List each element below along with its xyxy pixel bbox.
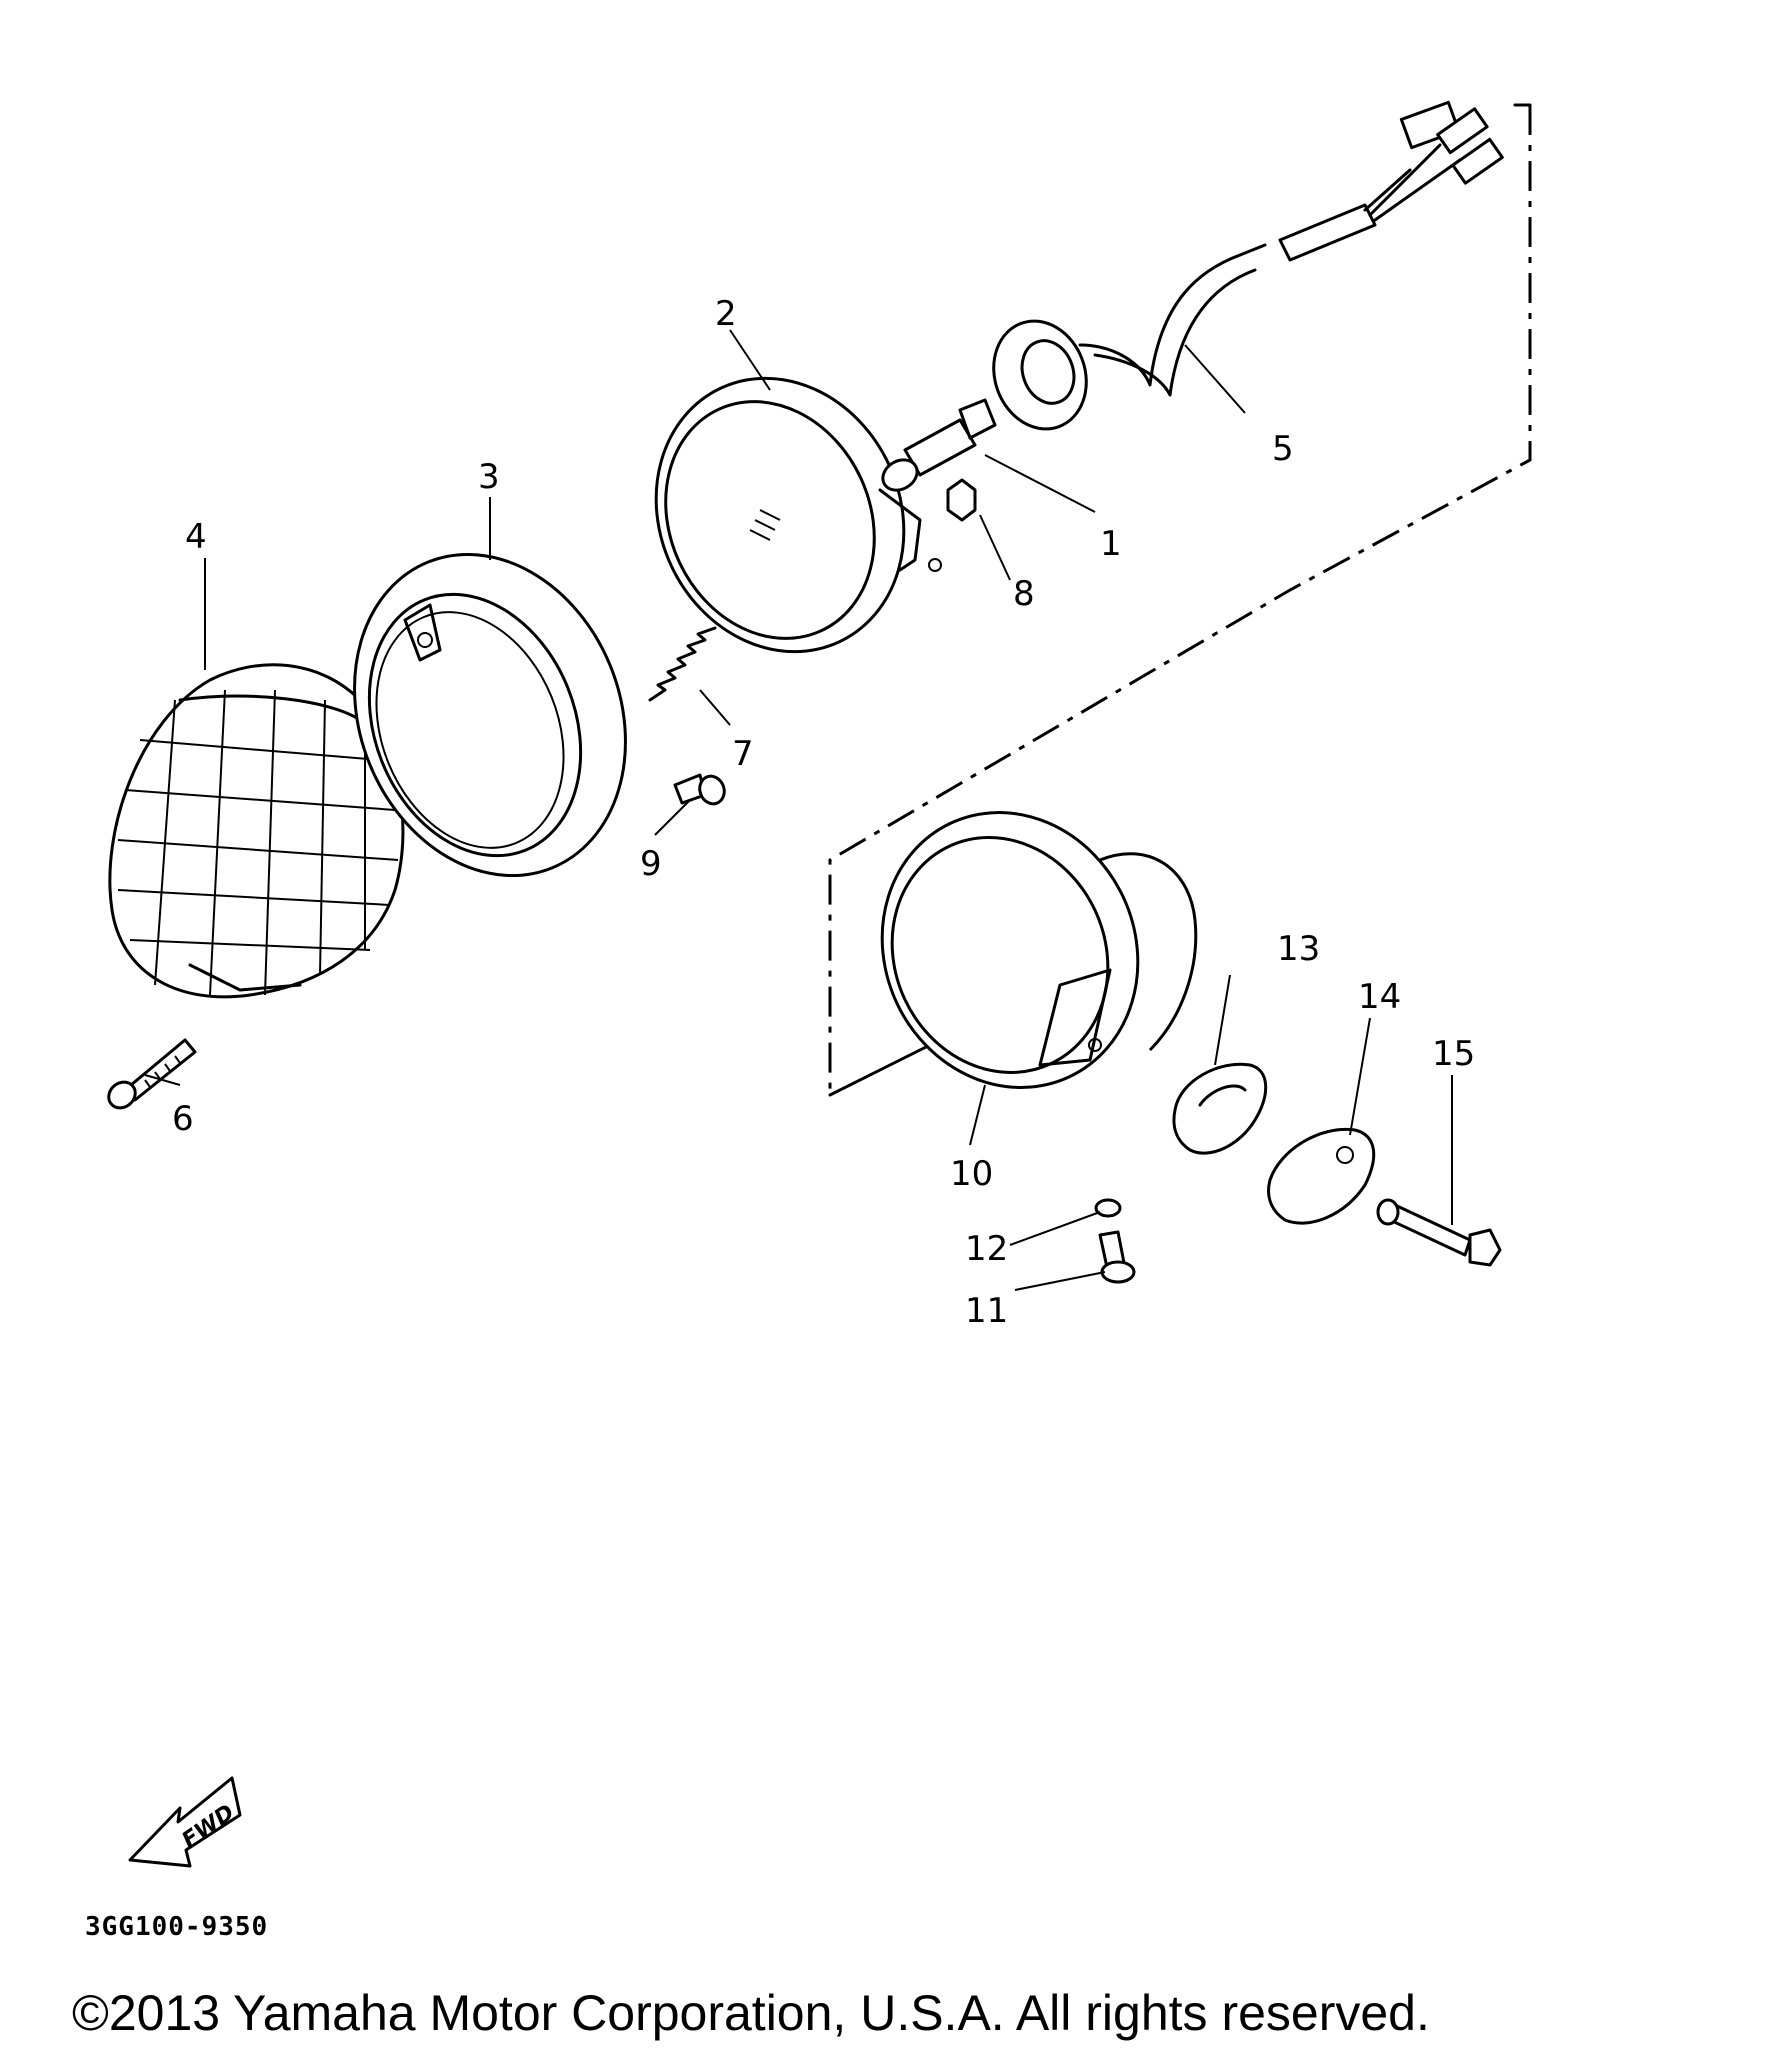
part-label-10: 10: [950, 1154, 993, 1194]
bulb-icon: [881, 398, 997, 492]
part-label-4: 4: [185, 517, 207, 557]
part-label-11: 11: [965, 1291, 1008, 1331]
diagram-code: 3GG100-9350: [85, 1912, 268, 1942]
leader-lines: [144, 329, 1453, 1291]
part-label-13: 13: [1277, 929, 1320, 969]
headlight-body-icon: [880, 811, 1198, 1089]
socket-cord-icon: [992, 100, 1504, 431]
part-label-9: 9: [640, 844, 662, 884]
washer-icon: [1094, 1198, 1122, 1218]
grille-guard-icon: [108, 663, 405, 999]
rim-icon: [353, 552, 627, 878]
nut-icon: [946, 478, 977, 522]
screw-icon: [673, 773, 726, 806]
spring-icon: [648, 626, 717, 702]
part-label-6: 6: [172, 1099, 194, 1139]
part-label-12: 12: [965, 1229, 1008, 1269]
cover-icon: [1267, 1127, 1376, 1225]
copyright-notice: ©2013 Yamaha Motor Corporation, U.S.A. A…: [72, 1985, 1430, 2041]
part-label-8: 8: [1013, 574, 1035, 614]
part-label-5: 5: [1272, 429, 1294, 469]
grommet-icon: [1172, 1062, 1268, 1155]
forward-direction-arrow: FWD: [128, 1776, 242, 1868]
part-label-14: 14: [1358, 977, 1401, 1017]
part-label-1: 1: [1100, 524, 1122, 564]
screw-icon: [1098, 1230, 1136, 1284]
part-label-7: 7: [732, 734, 754, 774]
part-label-15: 15: [1432, 1034, 1475, 1074]
screw-icon: [107, 1038, 197, 1110]
part-label-3: 3: [478, 457, 500, 497]
bolt-icon: [1376, 1198, 1502, 1267]
part-labels: 1 2 3 4 5 6 7 8 9 10 11 12 13 14 15: [172, 294, 1475, 1331]
headlight-lens-icon: [654, 376, 942, 654]
part-label-2: 2: [715, 294, 737, 334]
